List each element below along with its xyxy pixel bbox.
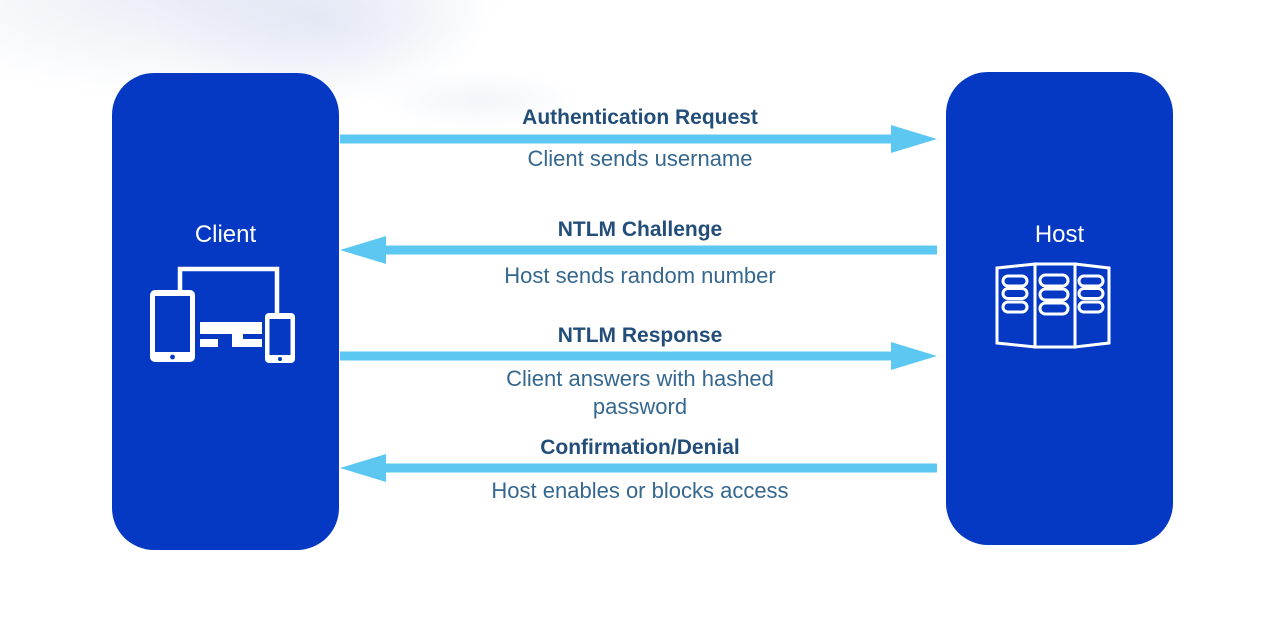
flow-2-title: NTLM Challenge: [557, 218, 723, 241]
host-node-label: Host: [1034, 221, 1085, 248]
client-node: [112, 73, 339, 550]
devices-icon: [150, 266, 295, 363]
flow-4-title: Confirmation/Denial: [540, 436, 740, 459]
flow-4-description: Host enables or blocks access: [491, 478, 789, 503]
arrow-right-icon: [340, 342, 937, 370]
flow-2-description: Host sends random number: [504, 263, 776, 288]
flow-3-title: NTLM Response: [557, 324, 723, 347]
flow-3-description: Client answers with hashed password: [506, 366, 774, 419]
server-rack-icon: [995, 262, 1111, 349]
client-node-label: Client: [194, 221, 257, 248]
arrow-left-icon: [340, 236, 937, 264]
host-node: [946, 72, 1173, 545]
flow-1-description: Client sends username: [527, 146, 753, 171]
arrow-right-icon: [340, 125, 937, 153]
arrow-left-icon: [340, 454, 937, 482]
flow-1-title: Authentication Request: [522, 106, 758, 129]
